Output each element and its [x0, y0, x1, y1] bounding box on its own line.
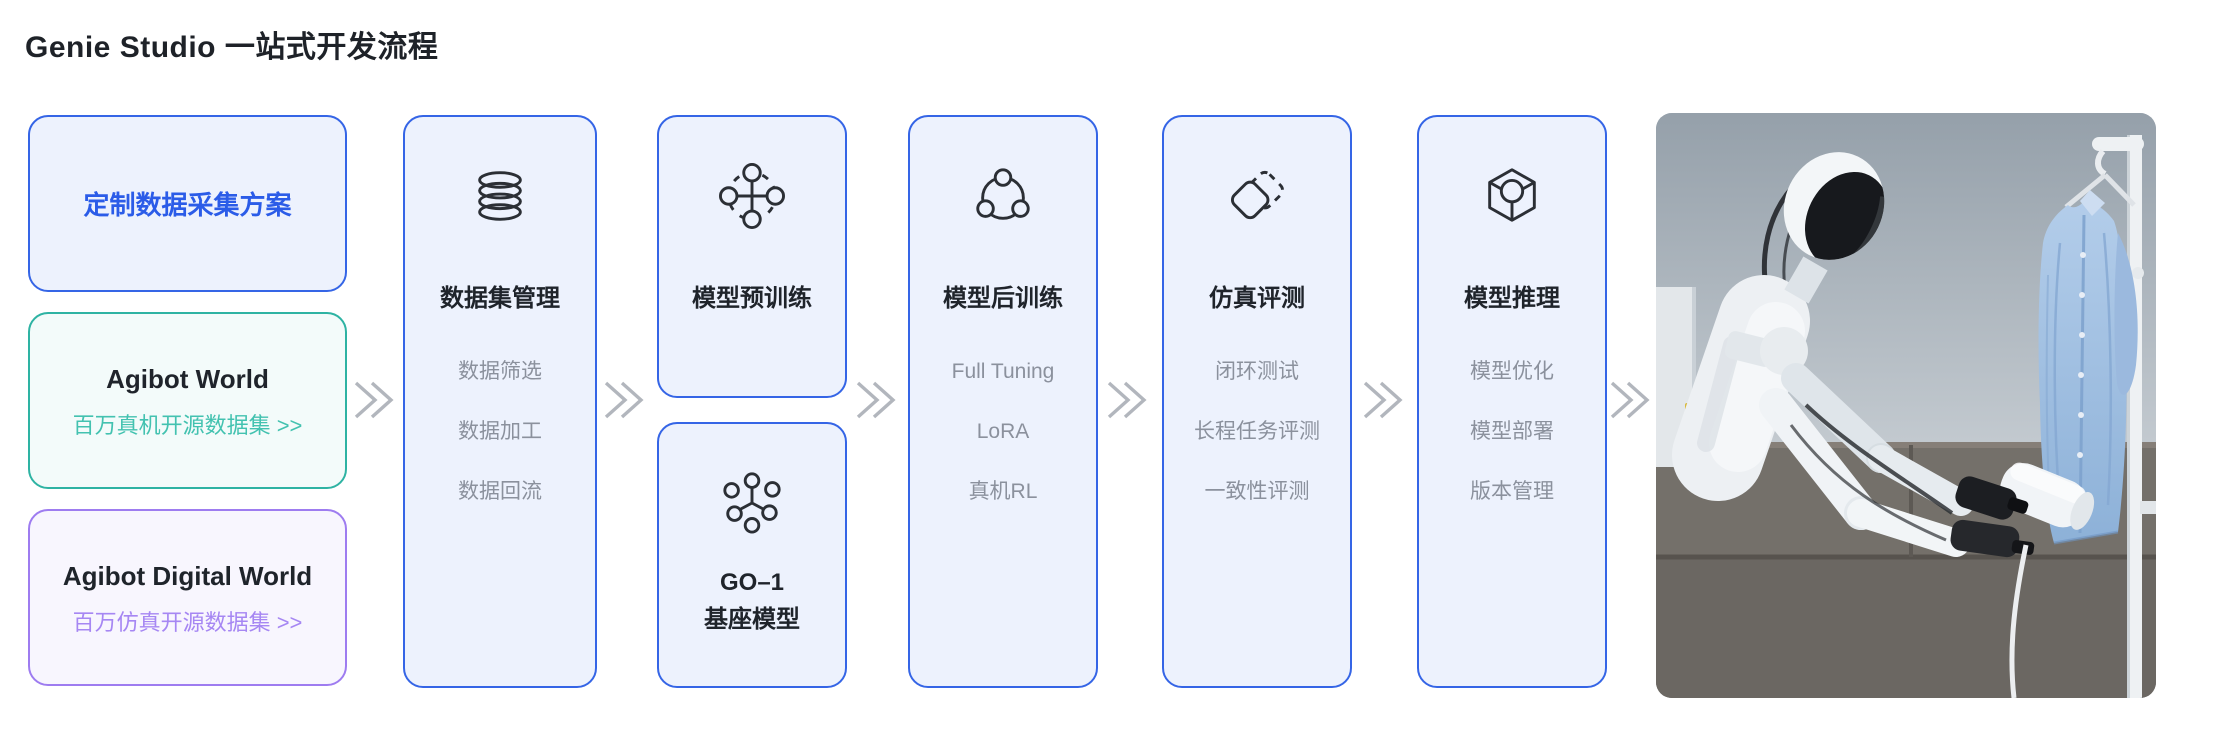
stage-card-dataset-management: 数据集管理 数据筛选 数据加工 数据回流: [403, 115, 597, 688]
flow-chevron-icon: [1107, 381, 1147, 419]
stage-item: 长程任务评测: [1194, 420, 1320, 443]
card-icon-wrap: [910, 163, 1096, 229]
humanoid-robot: [1672, 152, 2095, 698]
database-icon: [478, 171, 522, 221]
ring-network-icon: [976, 168, 1030, 220]
robot-demo-photo: [1656, 113, 2156, 698]
card-icon-wrap: [659, 163, 845, 229]
flow-chevron-icon: [856, 381, 896, 419]
card-icon-wrap: [659, 469, 845, 535]
hanging-shirt: [2038, 190, 2138, 545]
stage-title: 模型后训练: [943, 285, 1063, 312]
node-graph-icon: [723, 472, 781, 534]
stage-title: 仿真评测: [1209, 285, 1305, 312]
robot-grippers: [1950, 476, 2035, 558]
stage-card-simulation-eval: 仿真评测 闭环测试 长程任务评测 一致性评测: [1162, 115, 1352, 688]
agibot-world-card[interactable]: Agibot World 百万真机开源数据集 >>: [28, 312, 347, 489]
custom-data-plan-label: 定制数据采集方案: [83, 190, 292, 220]
agibot-digital-world-card[interactable]: Agibot Digital World 百万仿真开源数据集 >>: [28, 509, 347, 686]
stage-item-list: 闭环测试 长程任务评测 一致性评测: [1164, 359, 1350, 505]
card-icon-wrap: [1419, 163, 1605, 229]
stage-title: 模型预训练: [692, 285, 812, 312]
stage-card-posttraining: 模型后训练 Full Tuning LoRA 真机RL: [908, 115, 1098, 688]
flow-chevron-icon: [604, 381, 644, 419]
card-icon-wrap: [1164, 163, 1350, 229]
agibot-world-link[interactable]: 百万真机开源数据集 >>: [72, 412, 303, 438]
agibot-digital-world-link[interactable]: 百万仿真开源数据集 >>: [72, 609, 303, 635]
custom-data-plan-card[interactable]: 定制数据采集方案: [28, 115, 347, 292]
stage-item-list: Full Tuning LoRA 真机RL: [910, 359, 1096, 505]
stage-item: 数据加工: [458, 420, 542, 443]
page-title: Genie Studio 一站式开发流程: [25, 31, 439, 64]
agibot-world-title: Agibot World: [106, 363, 269, 394]
stage-item: 模型优化: [1470, 360, 1554, 383]
stage-item: 一致性评测: [1204, 480, 1310, 503]
stage-card-pretraining: 模型预训练: [657, 115, 847, 398]
go1-title-line2: 基座模型: [704, 606, 800, 633]
cube-node-icon: [1488, 168, 1536, 222]
flow-chevron-icon: [354, 381, 394, 419]
robot-photo-illustration: [1656, 113, 2156, 698]
stage-item: 版本管理: [1470, 480, 1554, 503]
stage-item: 闭环测试: [1215, 360, 1299, 383]
stage-card-model-inference: 模型推理 模型优化 模型部署 版本管理: [1417, 115, 1607, 688]
go1-title-line1: GO–1: [719, 569, 785, 596]
stage-item-list: 模型优化 模型部署 版本管理: [1419, 359, 1605, 505]
stage-item: 模型部署: [1470, 420, 1554, 443]
overlapping-diamonds-icon: [1230, 170, 1284, 220]
go1-title: GO–1 基座模型: [659, 564, 845, 638]
flow-chevron-icon: [1363, 381, 1403, 419]
flow-chevron-icon: [1610, 381, 1650, 419]
agibot-digital-world-title: Agibot Digital World: [62, 560, 313, 591]
card-icon-wrap: [405, 163, 595, 229]
cross-network-icon: [719, 163, 785, 229]
stage-item: 真机RL: [968, 480, 1038, 503]
stage-title: 数据集管理: [440, 285, 560, 312]
stage-card-go1-base-model: GO–1 基座模型: [657, 422, 847, 688]
stage-title: 模型推理: [1464, 285, 1560, 312]
stage-item: 数据回流: [458, 480, 542, 503]
stage-item: LoRA: [976, 420, 1030, 443]
stage-item-list: 数据筛选 数据加工 数据回流: [405, 359, 595, 505]
stage-item: 数据筛选: [458, 360, 542, 383]
stage-item: Full Tuning: [951, 360, 1055, 383]
